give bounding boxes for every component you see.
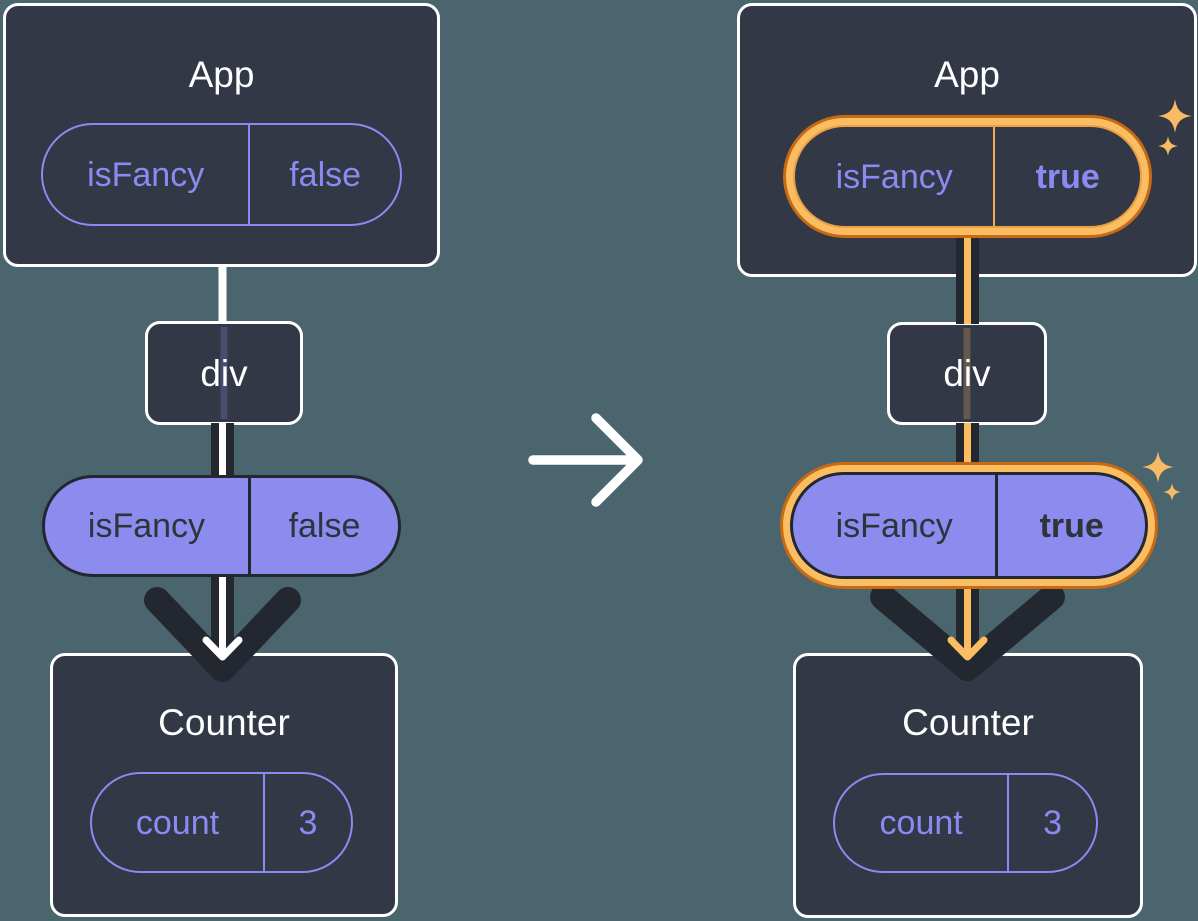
state-pill-isfancy-after: isFancy true bbox=[793, 125, 1142, 228]
div-label-before: div bbox=[200, 352, 248, 394]
div-box-after: div bbox=[887, 322, 1047, 425]
state-value: false bbox=[248, 125, 400, 224]
highlight-ring: isFancy true bbox=[780, 462, 1158, 589]
prop-pill-isfancy-before: isFancy false bbox=[42, 475, 401, 577]
div-label-after: div bbox=[943, 353, 991, 394]
arrow-right-icon bbox=[528, 413, 643, 507]
state-name: count bbox=[135, 803, 220, 842]
state-name: count bbox=[879, 804, 963, 842]
prop-flow-line-after bbox=[870, 235, 1065, 681]
state-pill-count-before: count 3 bbox=[90, 772, 353, 873]
highlight-ring: isFancy true bbox=[783, 115, 1152, 238]
state-name: isFancy bbox=[835, 157, 953, 196]
state-pill-count-after: count 3 bbox=[833, 773, 1098, 873]
prop-name: isFancy bbox=[87, 507, 206, 545]
prop-pill-isfancy-after: isFancy true bbox=[790, 472, 1148, 579]
counter-title-after: Counter bbox=[902, 702, 1034, 743]
prop-name: isFancy bbox=[835, 506, 953, 545]
pass-through-line-ghost bbox=[963, 328, 971, 419]
state-pill-isfancy-before: isFancy false bbox=[41, 123, 402, 226]
div-box-before: div bbox=[145, 321, 303, 425]
prop-value: true bbox=[995, 475, 1145, 576]
app-title-after: App bbox=[934, 54, 1000, 95]
pass-through-line-ghost bbox=[220, 327, 228, 419]
prop-value: false bbox=[247, 478, 398, 574]
counter-title-before: Counter bbox=[158, 702, 290, 743]
state-value: true bbox=[993, 127, 1140, 226]
state-value: 3 bbox=[1007, 775, 1096, 871]
state-value: 3 bbox=[262, 774, 351, 871]
state-name: isFancy bbox=[87, 155, 205, 194]
app-title-before: App bbox=[188, 54, 255, 95]
